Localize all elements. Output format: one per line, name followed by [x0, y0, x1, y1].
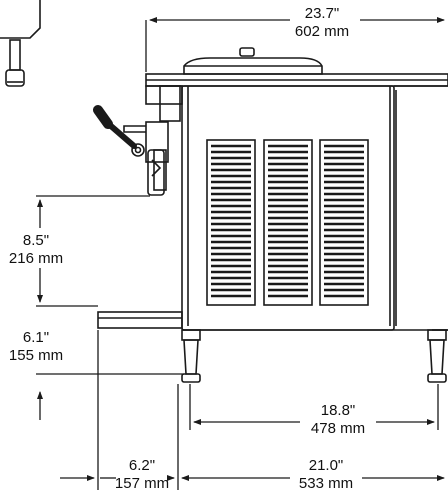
inner-leg-span-imperial: 18.8" [321, 402, 356, 419]
spout-height-imperial: 8.5" [23, 232, 49, 249]
dimension-spout-height [36, 195, 150, 307]
front-offset-metric: 157 mm [115, 475, 169, 492]
vent-slats [211, 144, 364, 298]
front-offset-imperial: 6.2" [129, 457, 155, 474]
drip-tray [97, 311, 183, 329]
side-vent-panel-1 [206, 139, 256, 306]
side-vent-panel-2 [263, 139, 313, 306]
front-leg [181, 329, 201, 383]
dimension-front-offset [60, 330, 179, 490]
inner-leg-span-metric: 478 mm [311, 420, 365, 437]
base-depth-metric: 533 mm [299, 475, 353, 492]
top-plate [145, 73, 448, 87]
overall-width-imperial: 23.7" [305, 5, 340, 22]
base-depth-imperial: 21.0" [309, 457, 344, 474]
dispensing-head [93, 85, 183, 196]
dimension-inner-leg-span [189, 384, 439, 430]
drip-tray-height-metric: 155 mm [9, 347, 63, 364]
dimension-drip-tray-height [36, 373, 184, 420]
lid [183, 47, 323, 75]
side-vent-panel-3 [319, 139, 369, 306]
dimension-overall-width [145, 17, 445, 72]
spout-height-metric: 216 mm [9, 250, 63, 267]
drip-tray-height-imperial: 6.1" [23, 329, 49, 346]
cabinet-body [181, 85, 448, 331]
rear-leg [427, 329, 447, 383]
front-view-fragment [0, 0, 41, 87]
overall-width-metric: 602 mm [295, 23, 349, 40]
